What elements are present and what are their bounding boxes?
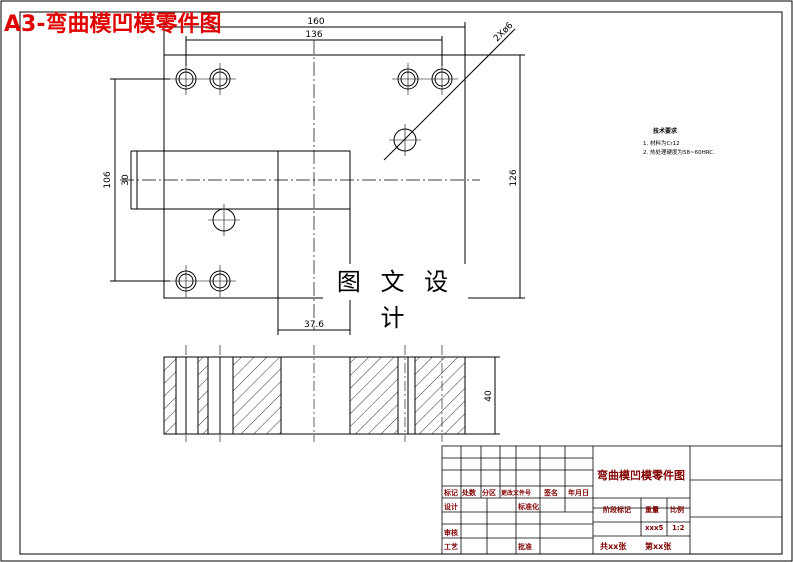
- tb-zone: 分区: [482, 488, 496, 497]
- watermark-text: 图 文 设 计: [323, 264, 468, 332]
- tb-sheet-no: 第xx张: [645, 541, 672, 551]
- dim-126: 126: [509, 169, 519, 186]
- notes-title: 技术要求: [653, 127, 678, 135]
- front-view: [163, 345, 500, 442]
- dim-106: 106: [103, 171, 113, 188]
- tb-mark: 标记: [443, 488, 458, 497]
- part-name: 弯曲模凹模零件图: [597, 468, 685, 482]
- dim-40: 40: [484, 390, 494, 402]
- tb-date: 年月日: [568, 488, 589, 497]
- title-block: [441, 445, 783, 555]
- title-block-text: 弯曲模凹模零件图 标记 处数 分区 更改文件号 签名 年月日 设计 标准化 审核…: [443, 468, 685, 551]
- tb-weight-val: xxx5: [645, 524, 664, 532]
- dim-37-6: 37.6: [304, 320, 324, 330]
- notes-line2: 2. 热处理硬度为58~60HRC.: [643, 148, 715, 156]
- notes-line1: 1. 材料为Cr12: [643, 139, 680, 147]
- tb-sheets: 共xx张: [600, 541, 627, 551]
- plate-outline: [163, 54, 466, 299]
- tb-standard: 标准化: [517, 502, 539, 511]
- tb-stage-mark: 阶段标记: [603, 505, 631, 514]
- tb-design: 设计: [444, 502, 458, 511]
- dim-30: 30: [121, 174, 131, 186]
- dim-160: 160: [307, 17, 324, 27]
- tb-count: 处数: [461, 488, 477, 497]
- technical-notes: 技术要求 1. 材料为Cr12 2. 热处理硬度为58~60HRC.: [643, 127, 715, 156]
- tb-approve: 批准: [518, 542, 532, 551]
- tb-scale: 比例: [670, 505, 684, 514]
- tb-scale-val: 1:2: [672, 524, 685, 532]
- dim-136: 136: [305, 30, 322, 40]
- tb-change-doc: 更改文件号: [501, 489, 531, 497]
- inner-border: [19, 11, 783, 555]
- tb-sign: 签名: [543, 488, 558, 497]
- tb-weight: 重量: [645, 505, 659, 514]
- tb-process: 工艺: [444, 542, 458, 551]
- tb-review: 审核: [444, 528, 458, 537]
- drawing-title-banner: A3-弯曲模凹模零件图: [4, 12, 222, 37]
- top-view: [110, 22, 525, 335]
